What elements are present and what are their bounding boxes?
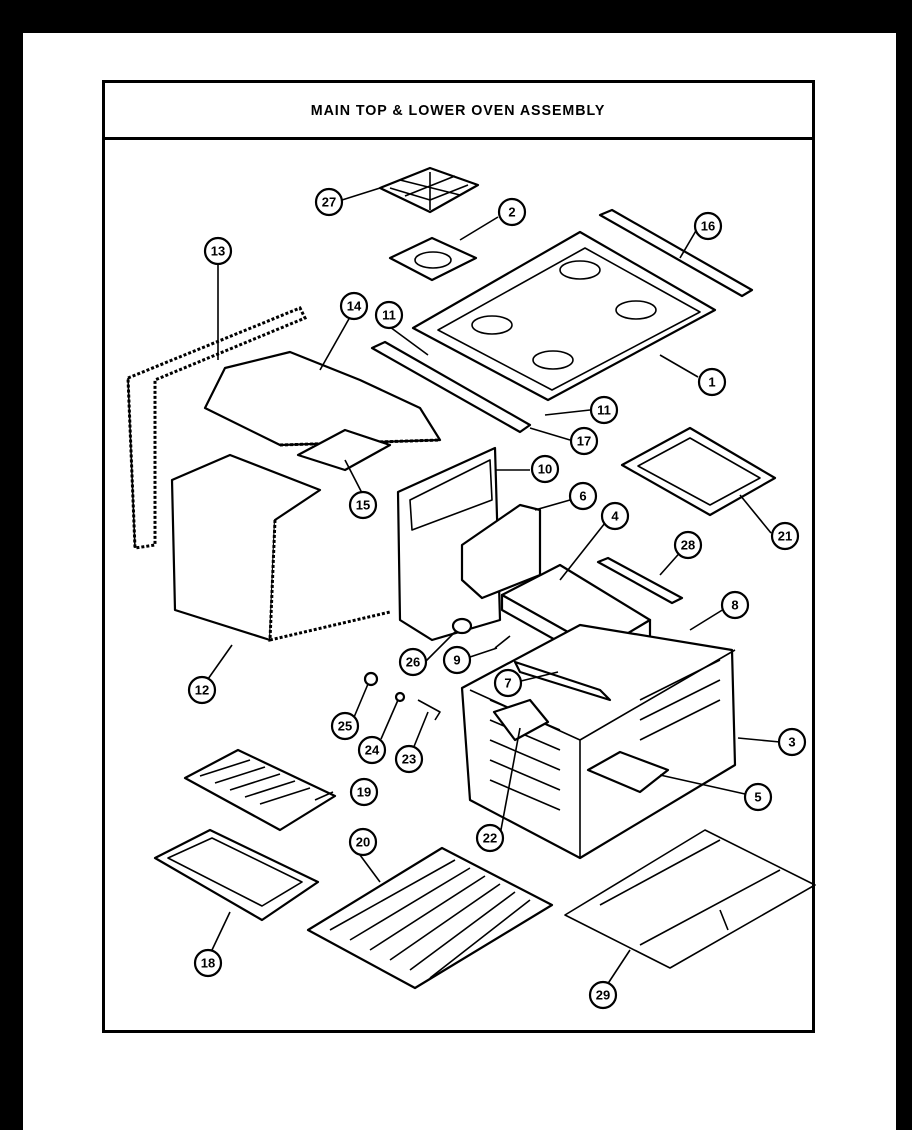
svg-text:14: 14 bbox=[347, 299, 362, 314]
callout-28: 28 bbox=[673, 530, 703, 560]
part-bracket bbox=[596, 556, 684, 605]
diagram-title: MAIN TOP & LOWER OVEN ASSEMBLY bbox=[311, 101, 606, 119]
part-broil-pan-grid bbox=[183, 748, 337, 832]
svg-text:9: 9 bbox=[453, 653, 460, 668]
diagram-frame: MAIN TOP & LOWER OVEN ASSEMBLY bbox=[102, 80, 815, 1033]
svg-text:11: 11 bbox=[382, 308, 396, 323]
svg-text:21: 21 bbox=[778, 529, 792, 544]
svg-text:3: 3 bbox=[788, 735, 795, 750]
part-main-top bbox=[411, 230, 717, 402]
callout-19: 19 bbox=[349, 777, 379, 807]
svg-text:2: 2 bbox=[508, 205, 515, 220]
svg-text:12: 12 bbox=[195, 683, 209, 698]
callout-10: 10 bbox=[530, 454, 560, 484]
part-thermostat bbox=[492, 698, 550, 742]
callout-26: 26 bbox=[398, 647, 428, 677]
callout-17: 17 bbox=[569, 426, 599, 456]
svg-text:10: 10 bbox=[538, 462, 552, 477]
callout-14: 14 bbox=[339, 291, 369, 321]
callout-9: 9 bbox=[442, 645, 472, 675]
part-oven-bottom-panel bbox=[620, 426, 777, 517]
svg-text:24: 24 bbox=[365, 743, 380, 758]
part-insulation-main bbox=[170, 453, 391, 642]
callout-1: 1 bbox=[697, 367, 727, 397]
part-burner-bowl bbox=[388, 236, 478, 282]
part-oven-rack bbox=[306, 846, 554, 990]
callout-4: 4 bbox=[600, 501, 630, 531]
part-burner bbox=[513, 660, 612, 702]
svg-text:27: 27 bbox=[322, 195, 336, 210]
callout-25: 25 bbox=[330, 711, 360, 741]
svg-text:11: 11 bbox=[597, 403, 611, 418]
part-broil-drawer bbox=[586, 750, 670, 794]
callout-21: 21 bbox=[770, 521, 800, 551]
svg-text:4: 4 bbox=[611, 509, 619, 524]
callout-2: 2 bbox=[497, 197, 527, 227]
callout-3: 3 bbox=[777, 727, 807, 757]
part-orifice bbox=[451, 617, 473, 635]
callout-20: 20 bbox=[348, 827, 378, 857]
svg-text:22: 22 bbox=[483, 831, 497, 846]
svg-text:6: 6 bbox=[579, 489, 586, 504]
part-insulation-block bbox=[296, 428, 392, 472]
svg-text:23: 23 bbox=[402, 752, 416, 767]
callout-5: 5 bbox=[743, 782, 773, 812]
part-rear-trim bbox=[598, 208, 754, 298]
callout-12: 12 bbox=[187, 675, 217, 705]
callout-16: 16 bbox=[693, 211, 723, 241]
part-nut bbox=[363, 671, 379, 687]
svg-text:26: 26 bbox=[406, 655, 420, 670]
callout-6: 6 bbox=[568, 481, 598, 511]
svg-text:25: 25 bbox=[338, 719, 352, 734]
svg-text:19: 19 bbox=[357, 785, 371, 800]
callout-27: 27 bbox=[314, 187, 344, 217]
svg-text:20: 20 bbox=[356, 835, 370, 850]
callout-23: 23 bbox=[394, 744, 424, 774]
callout-11a: 11 bbox=[374, 300, 404, 330]
svg-text:15: 15 bbox=[356, 498, 370, 513]
callout-11b: 11 bbox=[589, 395, 619, 425]
callout-29: 29 bbox=[588, 980, 618, 1010]
part-screw bbox=[417, 699, 441, 721]
callout-18: 18 bbox=[193, 948, 223, 978]
svg-text:13: 13 bbox=[211, 244, 225, 259]
part-igniter bbox=[494, 635, 511, 649]
svg-text:29: 29 bbox=[596, 988, 610, 1003]
part-washer bbox=[394, 691, 406, 703]
callout-13: 13 bbox=[203, 236, 233, 266]
svg-text:17: 17 bbox=[577, 434, 591, 449]
svg-text:28: 28 bbox=[681, 538, 695, 553]
leader-lines bbox=[207, 187, 781, 986]
svg-text:7: 7 bbox=[504, 676, 511, 691]
part-front-trim bbox=[370, 340, 532, 434]
callout-22: 22 bbox=[475, 823, 505, 853]
title-bar: MAIN TOP & LOWER OVEN ASSEMBLY bbox=[105, 83, 812, 140]
callout-7: 7 bbox=[493, 668, 523, 698]
svg-text:5: 5 bbox=[754, 790, 761, 805]
svg-text:8: 8 bbox=[731, 598, 738, 613]
svg-text:16: 16 bbox=[701, 219, 715, 234]
callout-8: 8 bbox=[720, 590, 750, 620]
part-rack-support bbox=[564, 829, 816, 969]
svg-text:18: 18 bbox=[201, 956, 215, 971]
svg-text:1: 1 bbox=[708, 375, 715, 390]
callout-15: 15 bbox=[348, 490, 378, 520]
part-broil-pan bbox=[153, 828, 320, 922]
part-insulation-side bbox=[126, 306, 308, 550]
part-burner-grate bbox=[378, 166, 480, 214]
callout-24: 24 bbox=[357, 735, 387, 765]
